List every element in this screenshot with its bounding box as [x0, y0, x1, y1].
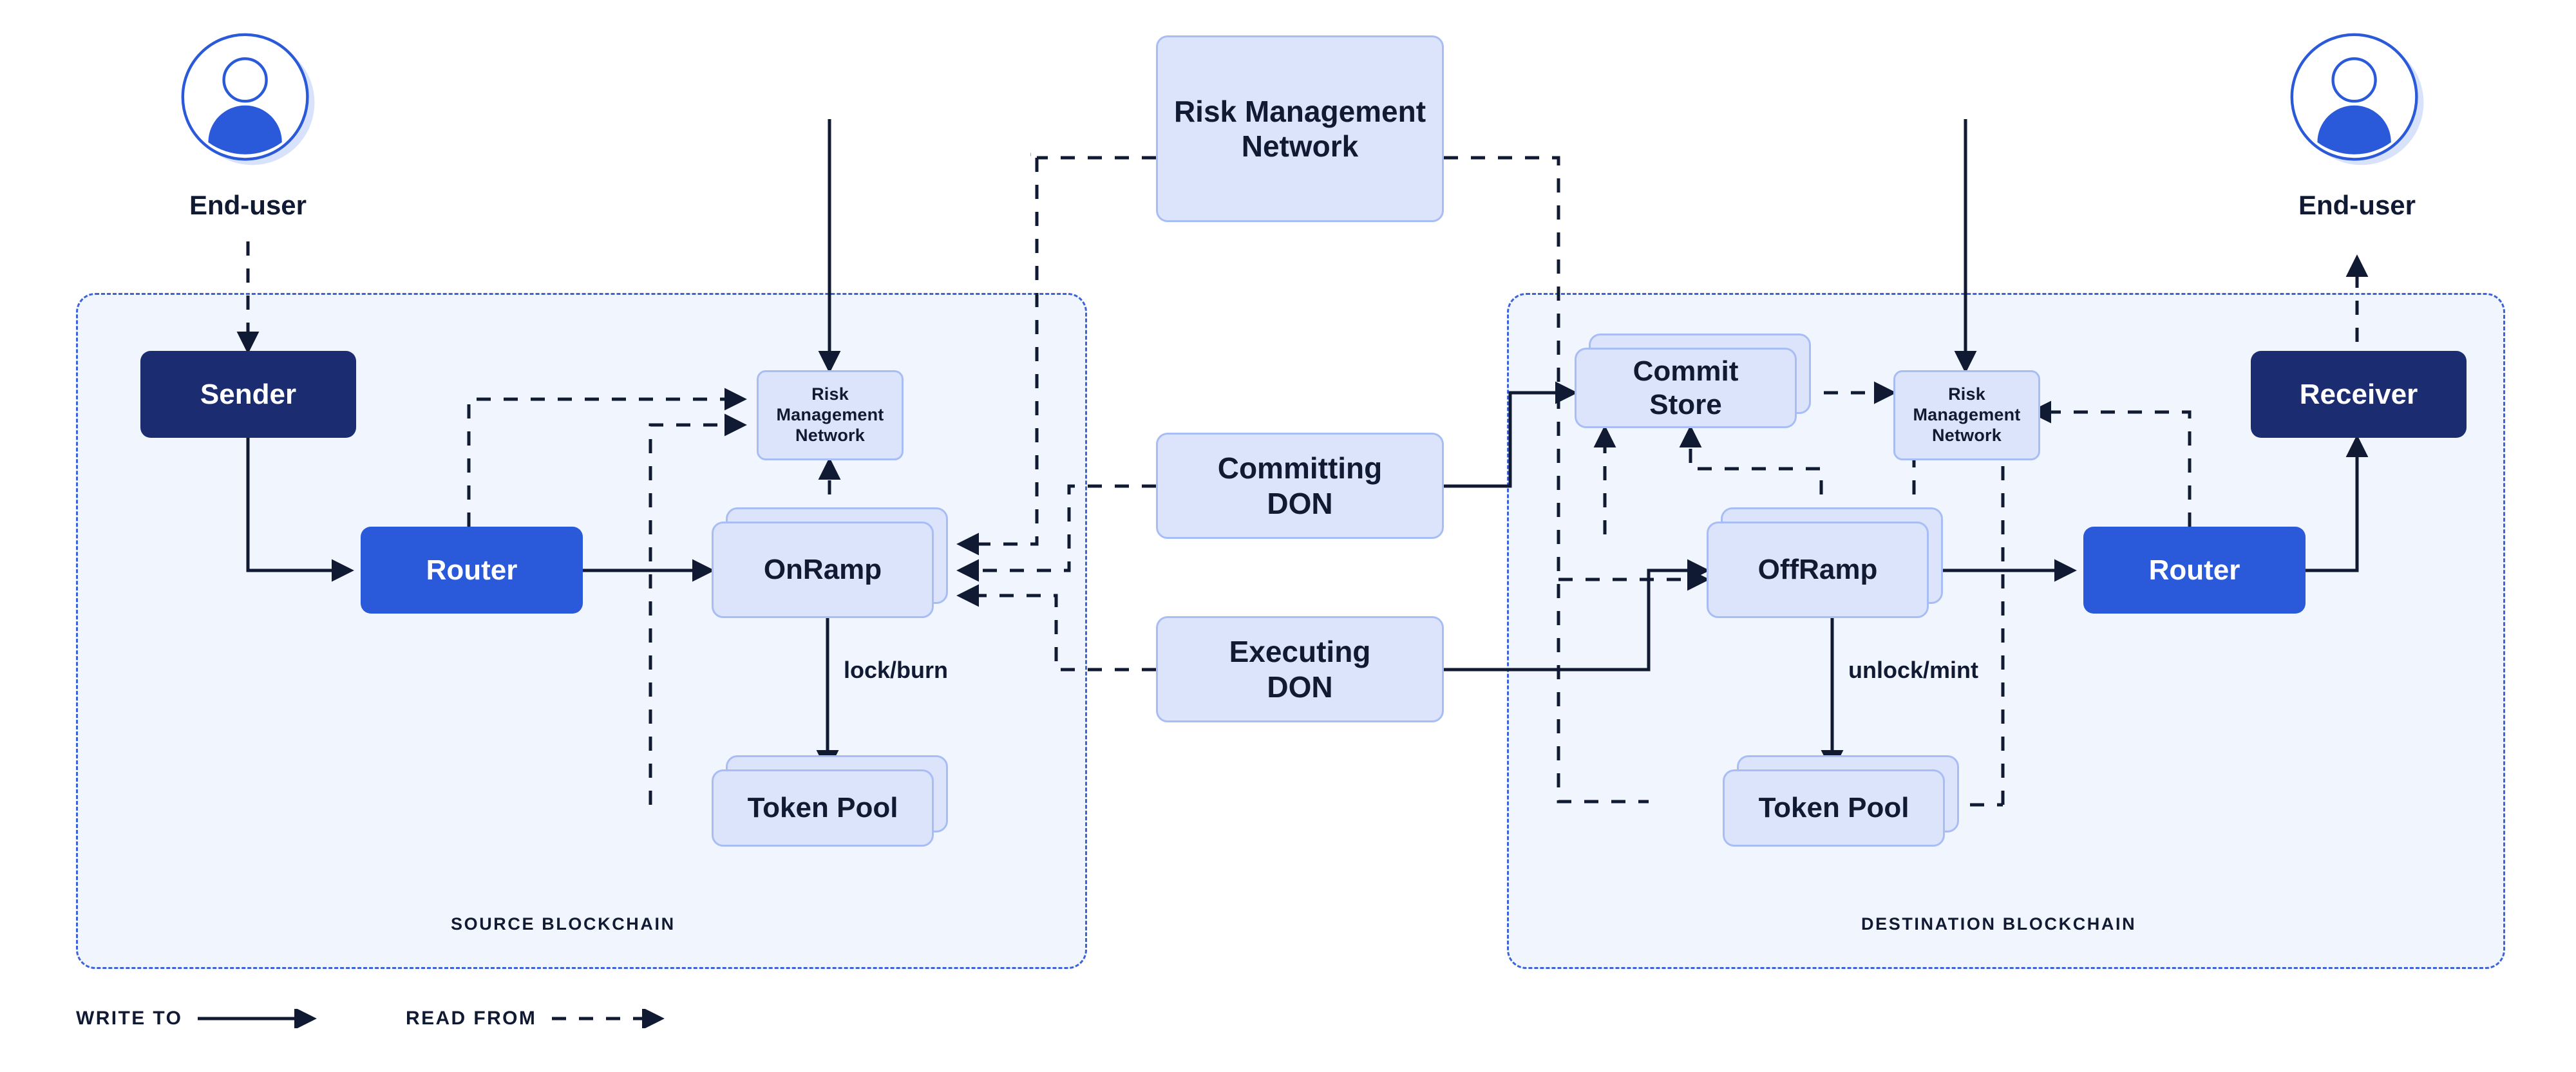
sender-node[interactable]: Sender [140, 351, 356, 438]
executing-don-label-line2: DON [1267, 670, 1333, 704]
sender-label: Sender [200, 378, 297, 410]
central-rmn-label-line2: Network [1241, 129, 1359, 163]
destination-rmn-label-line1: Risk Management [1913, 384, 2021, 425]
destination-risk-management-network-node[interactable]: Risk Management Network [1893, 370, 2040, 460]
source-rmn-label-line1: Risk Management [776, 384, 884, 425]
source-token-pool-node[interactable]: Token Pool [712, 755, 948, 847]
receiver-label: Receiver [2299, 378, 2418, 410]
onramp-node[interactable]: OnRamp [712, 507, 948, 618]
destination-token-pool-label: Token Pool [1758, 792, 1909, 824]
user-avatar-icon [2290, 33, 2424, 165]
dashed-arrow-icon [552, 1009, 665, 1028]
offramp-label: OffRamp [1757, 554, 1878, 586]
solid-arrow-icon [198, 1009, 317, 1028]
committing-don-node[interactable]: Committing DON [1156, 433, 1444, 539]
committing-don-label-line2: DON [1267, 486, 1333, 520]
source-router-node[interactable]: Router [361, 527, 583, 614]
executing-don-label-line1: Executing [1229, 635, 1371, 669]
destination-router-node[interactable]: Router [2083, 527, 2306, 614]
end-user-left-avatar [177, 29, 319, 171]
legend-write-to-label: WRITE TO [76, 1008, 183, 1029]
commit-store-node[interactable]: Commit Store [1575, 334, 1811, 428]
legend-write-to: WRITE TO [76, 1008, 327, 1030]
source-router-label: Router [426, 554, 518, 586]
receiver-node[interactable]: Receiver [2251, 351, 2467, 438]
committing-don-label-line1: Committing [1217, 451, 1383, 485]
unlock-mint-edge-label: unlock/mint [1848, 657, 1979, 683]
destination-rmn-label-line2: Network [1932, 425, 2002, 445]
source-rmn-label-line2: Network [795, 425, 865, 445]
end-user-left-label: End-user [189, 190, 307, 220]
source-token-pool-label: Token Pool [747, 792, 898, 824]
source-blockchain-label: SOURCE BLOCKCHAIN [451, 914, 676, 934]
offramp-node[interactable]: OffRamp [1707, 507, 1943, 618]
legend-read-from-label: READ FROM [406, 1008, 537, 1029]
legend-read-from: READ FROM [406, 1008, 681, 1030]
destination-token-pool-node[interactable]: Token Pool [1723, 755, 1959, 847]
end-user-right-avatar [2286, 29, 2428, 171]
lock-burn-edge-label: lock/burn [844, 657, 949, 683]
user-avatar-icon [181, 33, 315, 165]
end-user-right-label: End-user [2298, 190, 2416, 220]
destination-router-label: Router [2148, 554, 2240, 586]
onramp-label: OnRamp [763, 554, 882, 586]
commit-store-label-line1: Commit [1633, 355, 1739, 387]
central-risk-management-network-node[interactable]: Risk Management Network [1156, 35, 1444, 222]
commit-store-label-line2: Store [1649, 388, 1722, 420]
destination-blockchain-label: DESTINATION BLOCKCHAIN [1861, 914, 2137, 934]
central-rmn-label-line1: Risk Management [1173, 94, 1426, 128]
executing-don-node[interactable]: Executing DON [1156, 616, 1444, 722]
source-risk-management-network-node[interactable]: Risk Management Network [757, 370, 904, 460]
